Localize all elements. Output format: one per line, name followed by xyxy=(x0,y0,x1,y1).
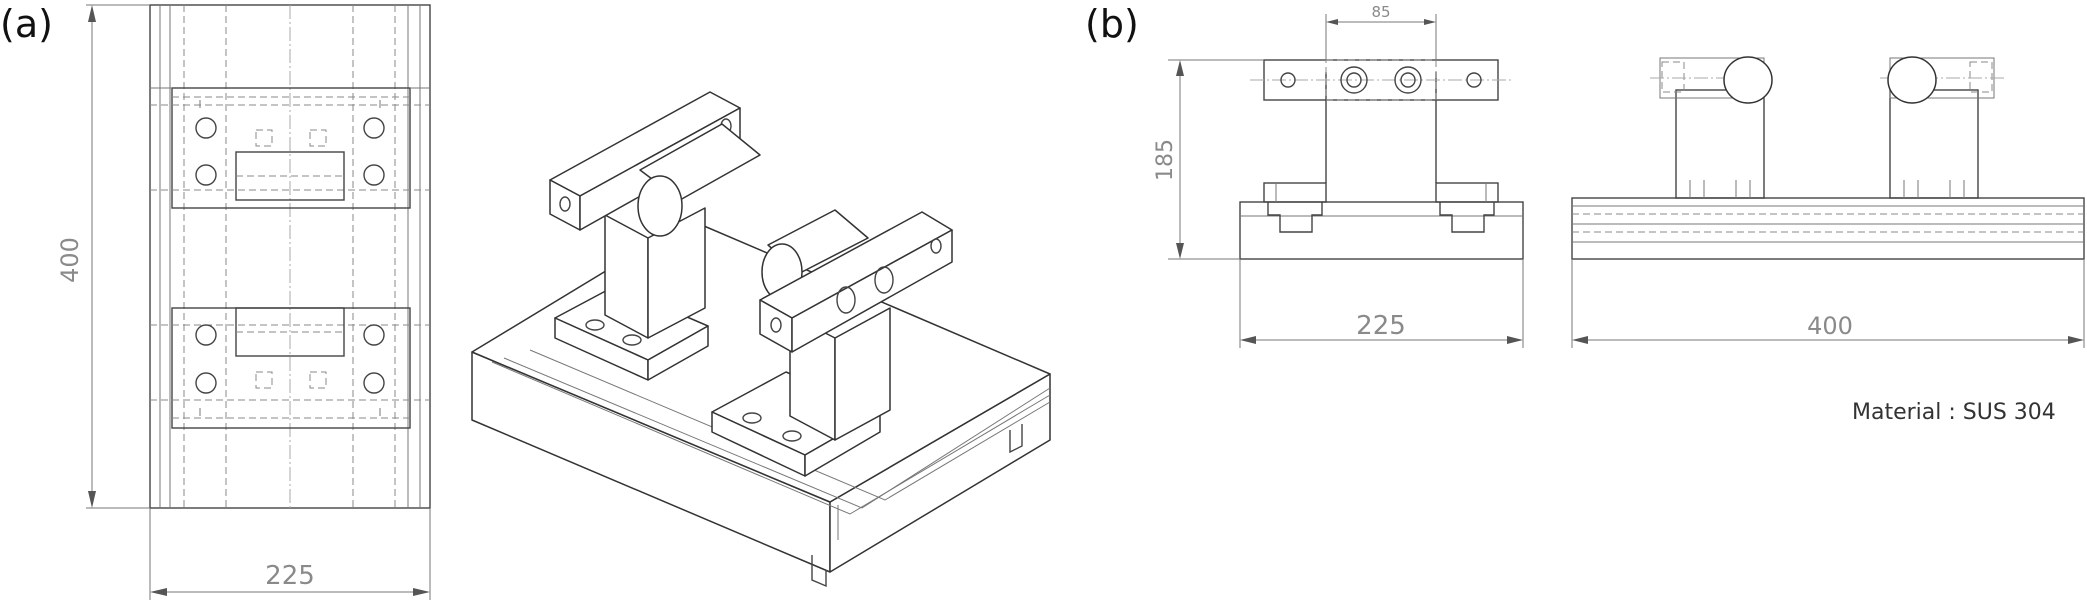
top-view-height-dimension: 400 xyxy=(56,237,84,283)
panel-b-label: (b) xyxy=(1085,2,1139,46)
side-view-width-dimension: 225 xyxy=(1356,311,1406,341)
side-view-drawing xyxy=(1239,59,1524,260)
top-view-drawing xyxy=(149,4,431,509)
top-view-dimension-lines xyxy=(86,4,431,600)
side-view-dimension-lines xyxy=(1168,14,1524,348)
panel-a-label: (a) xyxy=(0,2,53,46)
side-view-height-dimension: 185 xyxy=(1153,139,1178,181)
top-view-width-dimension: 225 xyxy=(265,561,315,591)
isometric-view-drawing xyxy=(471,91,1051,588)
front-view-drawing xyxy=(1571,56,2085,260)
side-view-gap-dimension: 85 xyxy=(1371,3,1390,21)
front-view-dimension-lines xyxy=(1571,259,2085,348)
front-view-length-dimension: 400 xyxy=(1807,312,1853,340)
material-note: Material : SUS 304 xyxy=(1852,400,2056,425)
